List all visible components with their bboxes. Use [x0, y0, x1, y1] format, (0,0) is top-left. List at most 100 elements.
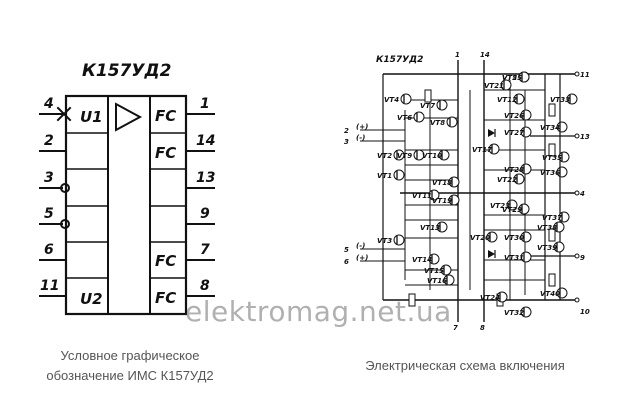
transistor-vt28: VT28 [504, 163, 532, 175]
diode-icon [488, 129, 495, 137]
transistor-vt33: VT33 [550, 93, 578, 105]
transistor-vt8: VT8 [430, 116, 458, 128]
transistor-label: VT36 [540, 169, 560, 177]
diode-icon [488, 250, 495, 258]
transistor-vt13: VT13 [420, 221, 448, 233]
right-pin-numbers: 1 14 13 9 7 8 [196, 96, 215, 294]
transistor-label: VT17 [472, 146, 492, 154]
transistor-vt2: VT2 [377, 149, 405, 161]
transistor-vt19: VT19 [432, 194, 460, 206]
pin5-inversion-icon [60, 219, 70, 229]
svg-text:11: 11 [40, 278, 59, 294]
right-pin-13: 13 [580, 133, 590, 141]
terminal-icon [574, 71, 580, 77]
terminal-icon [574, 297, 580, 303]
svg-text:9: 9 [200, 206, 210, 222]
transistor-label: VT31 [504, 254, 524, 262]
transistor-vt37: VT37 [542, 211, 570, 223]
transistor-vt20: VT20 [470, 231, 498, 243]
transistor-vt30: VT30 [504, 231, 532, 243]
right-pin-11: 11 [580, 71, 590, 79]
svg-text:4: 4 [43, 96, 54, 112]
transistor-label: VT33 [550, 96, 570, 104]
transistor-vt38: VT38 [537, 221, 565, 233]
transistor-vt11: VT11 [412, 189, 440, 201]
transistor-vt26: VT26 [504, 109, 532, 121]
fc-label-14: FC [155, 144, 176, 162]
transistor-label: VT12 [497, 96, 517, 104]
transistor-label: VT3 [377, 237, 392, 245]
transistor-vt17: VT17 [472, 143, 500, 155]
transistor-label: VT20 [470, 234, 490, 242]
mark-minus-a: (-) [356, 134, 365, 142]
transistor-vt24: VT24 [480, 291, 508, 303]
svg-text:1: 1 [200, 96, 210, 112]
left-pin-2: 2 [344, 127, 349, 135]
left-pin-6: 6 [344, 258, 349, 266]
left-pin-3: 3 [344, 138, 349, 146]
top-pin-1: 1 [455, 51, 460, 59]
transistor-vt1: VT1 [377, 169, 405, 181]
svg-text:3: 3 [44, 170, 54, 186]
u1-label: U1 [80, 108, 103, 126]
transistor-vt35: VT35 [542, 151, 570, 163]
transistor-vt31: VT31 [504, 251, 532, 263]
svg-text:13: 13 [196, 170, 215, 186]
transistor-label: VT23 [490, 202, 510, 210]
transistor-vt6: VT6 [397, 111, 425, 123]
fc-label-1: FC [155, 107, 176, 125]
svg-text:5: 5 [44, 206, 54, 222]
mark-plus-b: (+) [356, 254, 368, 262]
transistor-vt9: VT9 [397, 149, 425, 161]
transistor-vt10: VT10 [422, 149, 450, 161]
right-row-separators [149, 132, 187, 279]
right-pin-9: 9 [580, 254, 585, 262]
svg-text:8: 8 [200, 278, 210, 294]
terminal-icon [574, 190, 580, 196]
transistor-label: VT18 [432, 179, 452, 187]
schematic-title: К157УД2 [376, 55, 423, 65]
transistor-vt25: VT25 [502, 71, 530, 83]
left-pin-numbers: 4 2 3 5 6 11 [40, 96, 59, 294]
svg-text:7: 7 [200, 242, 210, 258]
resistor-icon [548, 103, 556, 117]
u2-label: U2 [80, 290, 103, 308]
transistor-label: VT2 [377, 152, 392, 160]
transistor-vt16: VT16 [427, 274, 455, 286]
transistor-label: VT1 [377, 172, 392, 180]
transistor-label: VT34 [540, 124, 560, 132]
mark-minus-b: (-) [356, 242, 365, 250]
transistor-vt22: VT22 [497, 173, 525, 185]
svg-text:2: 2 [44, 133, 54, 149]
transistor-label: VT29 [502, 206, 522, 214]
transistor-label: VT21 [484, 82, 504, 90]
transistor-label: VT25 [502, 74, 522, 82]
transistor-vt3: VT3 [377, 234, 405, 246]
transistor-label: VT10 [422, 152, 442, 160]
resistor-icon [424, 89, 432, 103]
transistor-vt14: VT14 [412, 253, 440, 265]
transistor-label: VT26 [504, 112, 524, 120]
transistor-label: VT32 [504, 309, 524, 317]
transistor-vt21: VT21 [484, 79, 512, 91]
transistor-vt32: VT32 [504, 306, 532, 318]
transistor-label: VT5 [502, 74, 517, 82]
transistor-label: VT35 [542, 154, 562, 162]
caption-symbol-line2: обозначение ИМС К157УД2 [46, 368, 214, 383]
svg-text:6: 6 [44, 242, 54, 258]
resistor-icon [548, 228, 556, 242]
amplifier-triangle-icon [115, 102, 143, 132]
caption-symbol-line1: Условное графическое [60, 348, 200, 363]
fc-label-8: FC [155, 289, 176, 307]
transistor-vt7: VT7 [420, 99, 448, 111]
left-pin-leads [39, 106, 72, 297]
transistor-vt12: VT12 [497, 93, 525, 105]
transistor-label: VT7 [420, 102, 435, 110]
transistor-label: VT40 [540, 290, 560, 298]
fc-label-7: FC [155, 252, 176, 270]
watermark: elektromag.net.ua [185, 295, 452, 328]
transistor-vt27: VT27 [504, 126, 532, 138]
